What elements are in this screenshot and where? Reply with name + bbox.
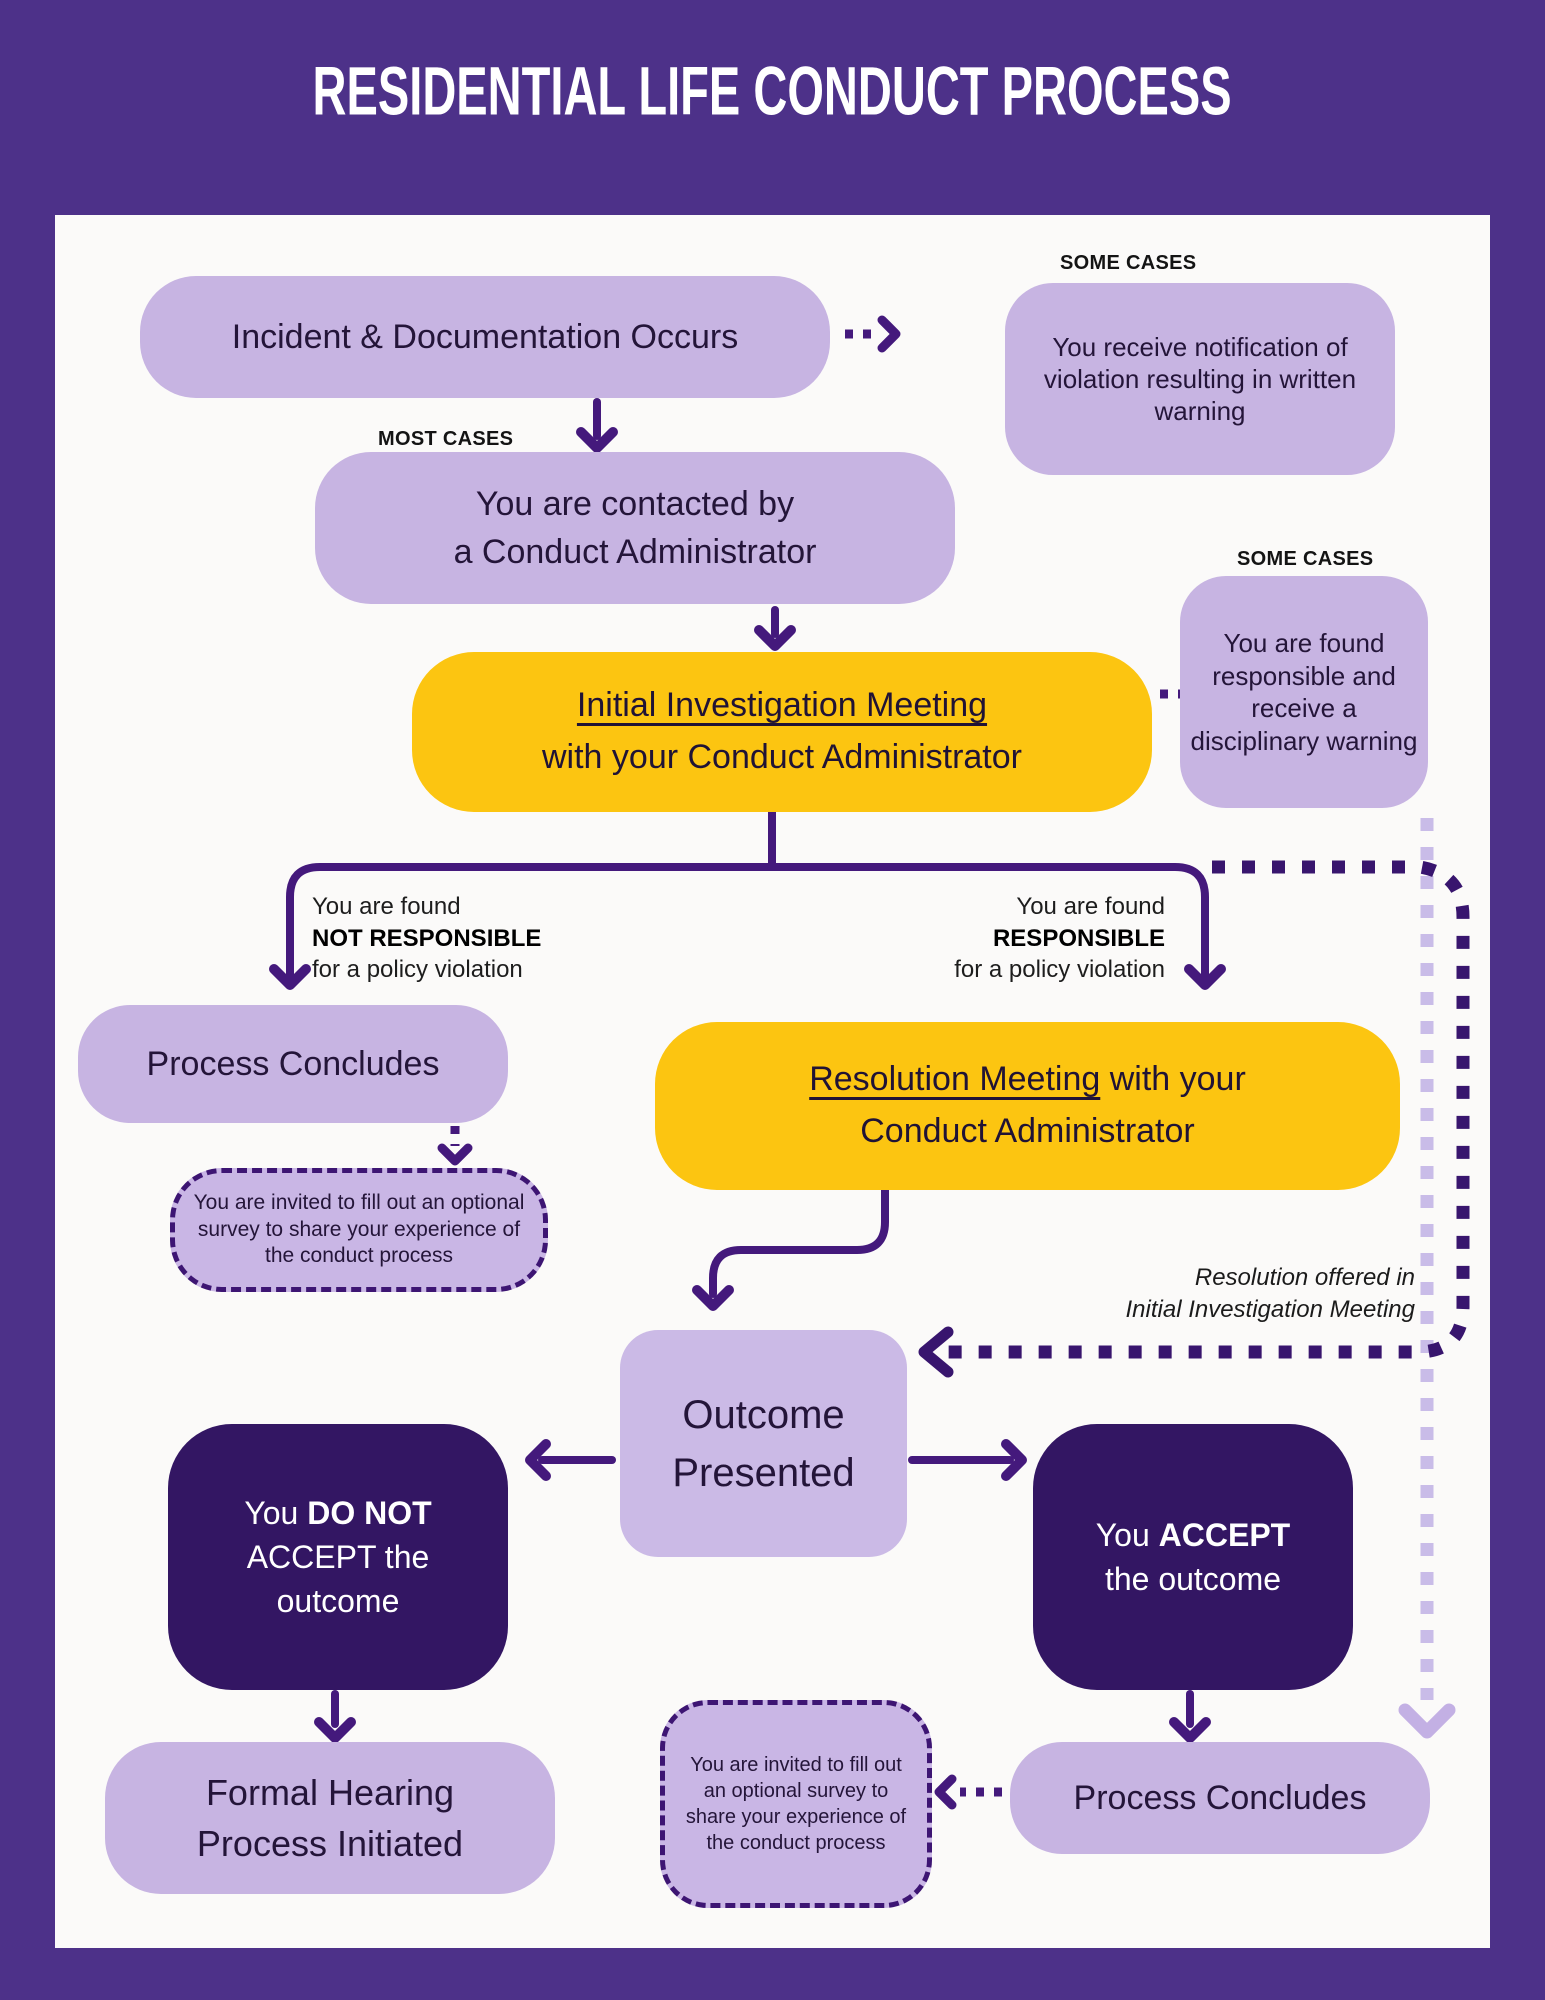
page-title-text: RESIDENTIAL LIFE CONDUCT PROCESS bbox=[312, 52, 1233, 129]
label-not-responsible: You are found NOT RESPONSIBLE for a poli… bbox=[312, 891, 541, 986]
text-line: RESPONSIBLE bbox=[992, 924, 1165, 952]
text-line: Presented bbox=[672, 1450, 855, 1495]
node-written-warning: You receive notification of violation re… bbox=[1005, 283, 1395, 475]
node-disciplinary-warning-text: You are found responsible and receive a … bbox=[1190, 628, 1418, 756]
node-resolution-meeting-title: Resolution Meeting bbox=[809, 1060, 1101, 1099]
text-line: You bbox=[1095, 1516, 1159, 1553]
text-line: Initial Investigation Meeting bbox=[542, 680, 1022, 732]
node-initial-meeting-title: Initial Investigation Meeting bbox=[576, 686, 988, 725]
text-line: for a policy violation bbox=[954, 956, 1165, 984]
text-line: You DO NOT bbox=[244, 1491, 431, 1535]
text-line: You bbox=[244, 1494, 308, 1531]
node-process-concludes-bottom: Process Concludes bbox=[1010, 1742, 1430, 1854]
text-line: for a policy violation bbox=[312, 956, 523, 984]
node-survey-left: You are invited to fill out an optional … bbox=[170, 1168, 548, 1292]
text-line: outcome bbox=[276, 1583, 400, 1620]
text-line: with your bbox=[1100, 1060, 1246, 1099]
text-line: ACCEPT bbox=[1158, 1516, 1291, 1553]
label-most-cases: MOST CASES bbox=[378, 428, 514, 450]
text-line: You are contacted by bbox=[475, 484, 795, 523]
node-survey-bottom-text: You are invited to fill out an optional … bbox=[685, 1754, 907, 1854]
label-responsible: You are found RESPONSIBLE for a policy v… bbox=[880, 891, 1165, 986]
text-line: a Conduct Administrator bbox=[453, 533, 817, 571]
text-line: the outcome bbox=[1104, 1561, 1282, 1597]
text-line: Resolution offered in bbox=[1194, 1264, 1415, 1291]
text-line: You ACCEPT bbox=[1096, 1513, 1290, 1557]
node-incident-text: Incident & Documentation Occurs bbox=[231, 317, 739, 356]
text-line: You are found bbox=[1016, 893, 1165, 920]
node-process-concludes-left-text: Process Concludes bbox=[146, 1044, 440, 1083]
text-line: Resolution Meeting with your bbox=[809, 1054, 1246, 1106]
label-resolution-note: Resolution offered in Initial Investigat… bbox=[1020, 1262, 1416, 1325]
text-line: with your Conduct Administrator bbox=[542, 738, 1022, 776]
label-some-cases-top: SOME CASES bbox=[1060, 252, 1197, 274]
node-incident: Incident & Documentation Occurs bbox=[140, 276, 830, 398]
node-resolution-meeting: Resolution Meeting with your Conduct Adm… bbox=[655, 1022, 1400, 1190]
node-formal-hearing: Formal Hearing Process Initiated bbox=[105, 1742, 555, 1894]
text-line: Outcome bbox=[682, 1392, 845, 1437]
text-line: Initial Investigation Meeting bbox=[1125, 1295, 1416, 1323]
text-line: ACCEPT the bbox=[246, 1538, 430, 1575]
node-contacted: You are contacted by a Conduct Administr… bbox=[315, 452, 955, 604]
node-disciplinary-warning: You are found responsible and receive a … bbox=[1180, 576, 1428, 808]
node-do-not-accept: You DO NOT ACCEPT the outcome bbox=[168, 1424, 508, 1690]
text-line: NOT RESPONSIBLE bbox=[312, 924, 542, 952]
text-line: Process Initiated bbox=[196, 1823, 464, 1864]
node-outcome-presented: Outcome Presented bbox=[620, 1330, 907, 1557]
node-process-concludes-left: Process Concludes bbox=[78, 1005, 508, 1123]
text-line: Formal Hearing bbox=[205, 1771, 455, 1813]
node-written-warning-text: You receive notification of violation re… bbox=[1043, 331, 1357, 427]
node-accept: You ACCEPT the outcome bbox=[1033, 1424, 1353, 1690]
node-initial-meeting: Initial Investigation Meeting with your … bbox=[412, 652, 1152, 812]
node-survey-bottom: You are invited to fill out an optional … bbox=[660, 1700, 932, 1908]
text-line: Conduct Administrator bbox=[860, 1112, 1195, 1150]
text-line: You are found bbox=[312, 893, 461, 920]
node-process-concludes-bottom-text: Process Concludes bbox=[1073, 1778, 1367, 1817]
text-line: DO NOT bbox=[307, 1494, 432, 1531]
node-survey-left-text: You are invited to fill out an optional … bbox=[193, 1190, 525, 1268]
page-title: RESIDENTIAL LIFE CONDUCT PROCESS bbox=[0, 52, 1545, 129]
label-some-cases-right: SOME CASES bbox=[1237, 548, 1374, 570]
